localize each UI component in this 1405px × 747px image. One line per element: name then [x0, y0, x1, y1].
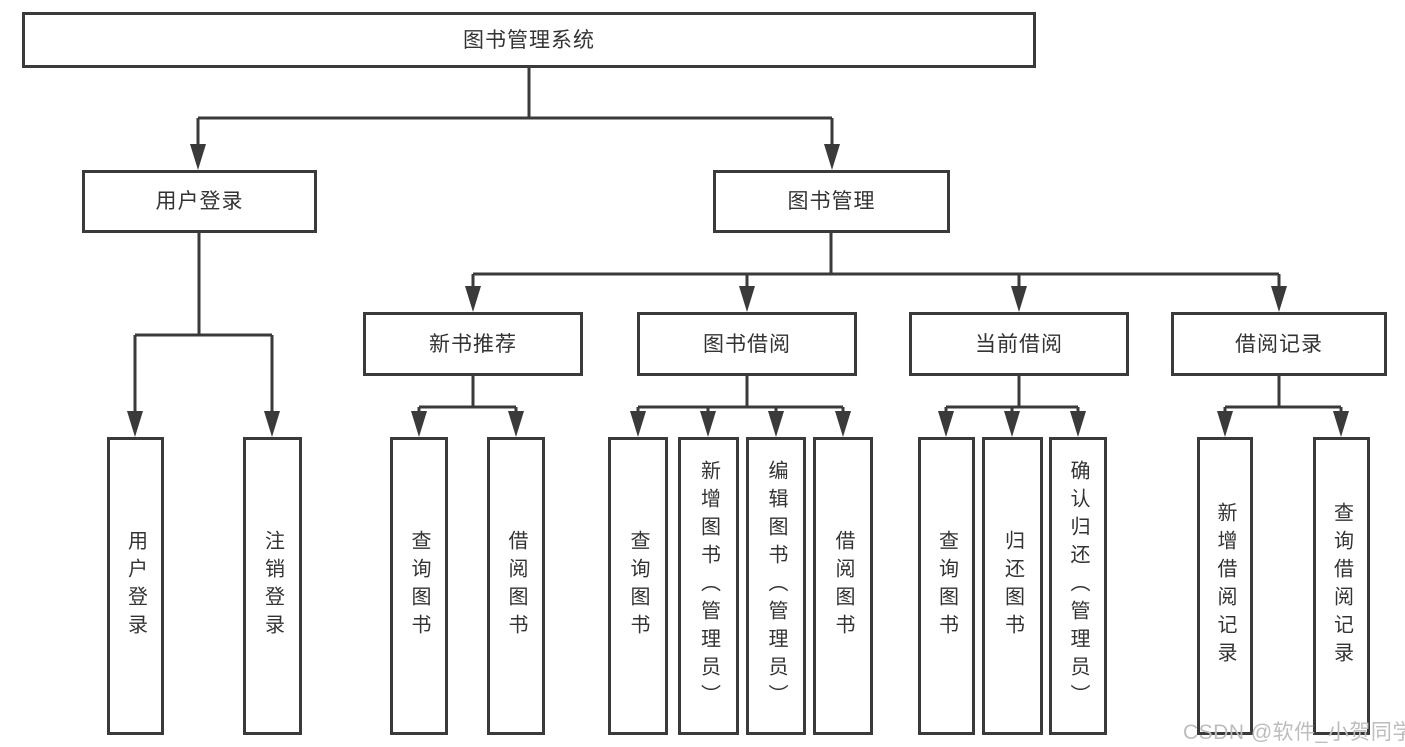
leaf-edit-books-admin: 编辑图书（管理员） — [746, 437, 806, 735]
leaf-borrow-books-recommend: 借阅图书 — [487, 437, 545, 735]
node-user-login: 用户登录 — [82, 170, 317, 233]
leaf-confirm-return-admin: 确认归还（管理员） — [1049, 437, 1107, 735]
csdn-watermark: CSDN @软件_小贺同学 — [1183, 721, 1405, 744]
node-root: 图书管理系统 — [22, 12, 1036, 68]
leaf-query-books-borrow: 查询图书 — [608, 437, 668, 735]
node-book-management: 图书管理 — [713, 170, 950, 233]
leaf-add-borrow-record: 新增借阅记录 — [1197, 437, 1253, 735]
node-current-borrow: 当前借阅 — [909, 312, 1129, 376]
leaf-query-books-recommend: 查询图书 — [390, 437, 448, 735]
leaf-query-borrow-record: 查询借阅记录 — [1313, 437, 1370, 735]
node-book-borrow: 图书借阅 — [637, 312, 857, 376]
leaf-borrow-books: 借阅图书 — [813, 437, 873, 735]
node-borrow-records: 借阅记录 — [1171, 312, 1387, 376]
leaf-query-books-current: 查询图书 — [918, 437, 975, 735]
leaf-add-books-admin: 新增图书（管理员） — [678, 437, 739, 735]
leaf-user-login: 用户登录 — [107, 437, 164, 735]
leaf-logout: 注销登录 — [243, 437, 302, 735]
node-new-book-recommend: 新书推荐 — [363, 312, 583, 376]
leaf-return-books: 归还图书 — [982, 437, 1043, 735]
